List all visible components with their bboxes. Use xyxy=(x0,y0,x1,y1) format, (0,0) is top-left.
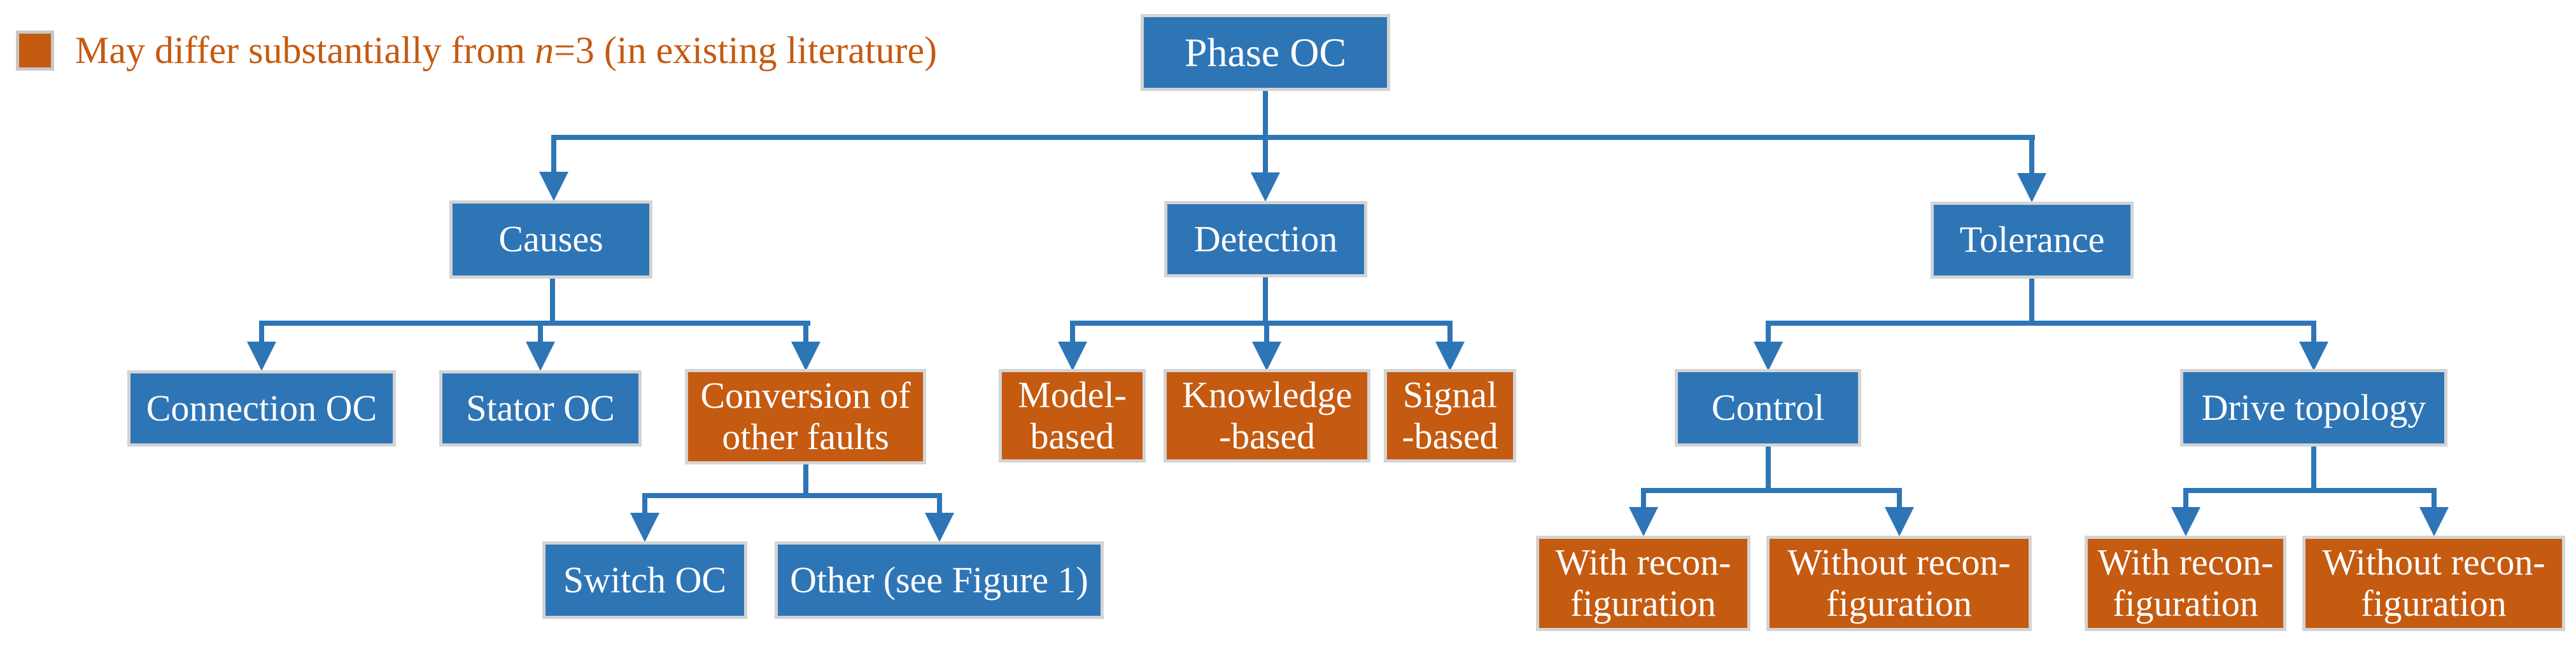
connector-segment xyxy=(803,464,808,498)
node-control: Control xyxy=(1675,369,1861,447)
arrow-down-icon xyxy=(1885,507,1914,536)
connector-segment xyxy=(550,279,555,326)
node-control-with-reconfiguration: With recon- figuration xyxy=(1536,536,1750,631)
connector-segment xyxy=(1766,326,1771,342)
legend-text-suffix: =3 (in existing literature) xyxy=(554,29,938,71)
node-stator-oc: Stator OC xyxy=(439,370,642,447)
arrow-down-icon xyxy=(630,513,659,542)
legend-variable-n: n xyxy=(535,29,554,71)
connector-segment xyxy=(1263,277,1268,326)
arrow-down-icon xyxy=(539,172,568,201)
arrow-down-icon xyxy=(925,513,954,542)
connector-segment xyxy=(1447,326,1453,342)
connector-segment xyxy=(1897,493,1902,507)
arrow-down-icon xyxy=(2017,173,2046,202)
connector-segment xyxy=(1070,321,1453,326)
arrow-down-icon xyxy=(791,342,820,371)
connector-segment xyxy=(551,140,556,172)
arrow-down-icon xyxy=(1435,342,1465,371)
legend-highlight-swatch xyxy=(16,31,54,71)
connector-segment xyxy=(642,493,942,498)
arrow-down-icon xyxy=(2299,342,2328,371)
arrow-down-icon xyxy=(1629,507,1658,536)
node-conversion-of-other-faults: Conversion of other faults xyxy=(685,369,926,464)
connector-segment xyxy=(2183,488,2437,493)
node-drive-with-reconfiguration: With recon- figuration xyxy=(2085,536,2286,631)
node-phase-oc: Phase OC xyxy=(1141,14,1390,91)
connector-segment xyxy=(259,321,810,326)
connector-segment xyxy=(259,326,264,342)
node-switch-oc: Switch OC xyxy=(542,541,747,619)
arrow-down-icon xyxy=(1251,172,1280,202)
node-drive-topology: Drive topology xyxy=(2180,369,2447,447)
arrow-down-icon xyxy=(2419,507,2449,536)
connector-segment xyxy=(2311,447,2316,493)
connector-segment xyxy=(803,326,808,342)
connector-segment xyxy=(642,498,647,513)
arrow-down-icon xyxy=(1058,342,1087,371)
node-model-based: Model- based xyxy=(999,369,1146,463)
node-causes: Causes xyxy=(449,200,652,279)
node-connection-oc: Connection OC xyxy=(127,370,396,447)
arrow-down-icon xyxy=(247,342,276,371)
arrow-down-icon xyxy=(526,342,555,371)
connector-segment xyxy=(1766,447,1771,493)
connector-segment xyxy=(2183,493,2188,507)
node-knowledge-based: Knowledge -based xyxy=(1164,369,1370,463)
connector-segment xyxy=(1263,140,1268,172)
arrow-down-icon xyxy=(1754,342,1783,371)
legend: May differ substantially from n=3 (in ex… xyxy=(16,29,937,73)
node-other-see-figure-1: Other (see Figure 1) xyxy=(775,541,1104,619)
connector-segment xyxy=(1766,321,2316,326)
connector-segment xyxy=(1263,91,1268,140)
node-signal-based: Signal -based xyxy=(1384,369,1516,463)
connector-segment xyxy=(2029,279,2034,326)
node-drive-without-reconfiguration: Without recon- figuration xyxy=(2302,536,2565,631)
arrow-down-icon xyxy=(2171,507,2200,536)
connector-segment xyxy=(937,498,942,513)
legend-text: May differ substantially from n=3 (in ex… xyxy=(75,29,937,73)
connector-segment xyxy=(2432,493,2437,507)
connector-segment xyxy=(1070,326,1075,342)
connector-segment xyxy=(1641,488,1902,493)
connector-segment xyxy=(551,135,2035,140)
legend-text-prefix: May differ substantially from xyxy=(75,29,535,71)
node-detection: Detection xyxy=(1164,201,1367,277)
connector-segment xyxy=(1264,326,1269,342)
node-control-without-reconfiguration: Without recon- figuration xyxy=(1766,536,2032,631)
connector-segment xyxy=(2029,140,2034,173)
arrow-down-icon xyxy=(1252,342,1281,371)
node-tolerance: Tolerance xyxy=(1931,202,2134,279)
connector-segment xyxy=(538,326,543,342)
connector-segment xyxy=(1641,493,1646,507)
connector-segment xyxy=(2311,326,2316,342)
